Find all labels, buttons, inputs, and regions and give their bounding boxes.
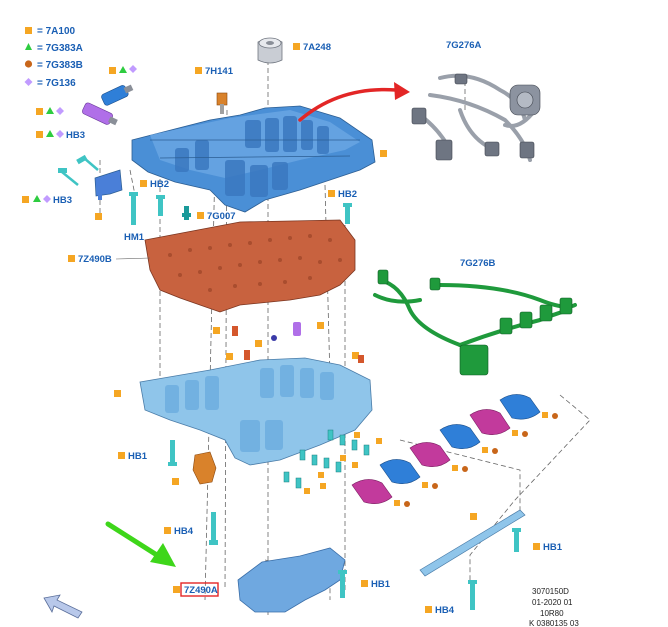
solenoid-blue-1 [499,394,558,420]
legend-item-7g383a: = 7G383A [25,43,83,54]
clip-markers [304,432,382,494]
label-hb1-left: HB1 [128,451,148,462]
label-7g276b: 7G276B [460,258,496,269]
label-hb1-right: HB1 [543,542,563,553]
bolt-hb2-right: HB2 [328,189,357,224]
part-7h141: 7H141 [195,66,234,114]
bolt-hb3-bottom: HB3 [22,168,123,220]
label-7g276a: 7G276A [446,40,482,51]
label-7z490b: 7Z490B [78,254,112,265]
legend-item-7g383b: = 7G383B [24,60,83,71]
solenoid-magenta-2 [409,442,468,472]
label-7h141: 7H141 [205,66,234,77]
middle-components [213,322,364,363]
svg-text:K 0380135 03: K 0380135 03 [529,619,579,627]
clips-group [283,429,370,489]
bolt-hm1: HM1 [124,192,145,243]
separator-plate-7z490b: 7Z490B [68,219,356,313]
bolt-hb4-left: HB4 [164,512,218,545]
svg-text:01-2020 01: 01-2020 01 [532,598,573,607]
bolt-hb1-bottom: HB1 [338,570,391,598]
svg-text:= 7G383B: = 7G383B [37,60,83,71]
part-7g007: 7G007 [182,206,236,222]
upper-valve-body [131,105,376,213]
label-hb3-bottom: HB3 [53,195,72,206]
rail-bracket [419,509,526,577]
legend-item-7a100: = 7A100 [25,26,76,37]
bolt-hb1-right: HB1 [512,528,563,553]
svg-text:= 7A100: = 7A100 [37,26,76,37]
bottom-plate-7z490a: 7Z490A [173,547,346,613]
label-hm1: HM1 [124,232,145,243]
svg-text:3070150D: 3070150D [532,587,569,596]
marker-upper-body [380,150,387,157]
solenoid-magenta-1 [469,409,528,437]
drawing-info: 3070150D 01-2020 01 10R80 K 0380135 03 [529,587,579,627]
harness-7g276b: 7G276B [373,258,577,376]
solenoid-magenta-3 [351,479,410,507]
label-hb3-top: HB3 [66,130,85,141]
bolt-hb1-left: HB1 [118,440,177,466]
label-hb4-left: HB4 [174,526,194,537]
label-hb2-right: HB2 [338,189,357,200]
lower-valve-body [114,357,373,466]
label-hb1-bottom: HB1 [371,579,391,590]
svg-text:= 7G136: = 7G136 [37,78,76,89]
label-hb2-left: HB2 [150,179,169,190]
svg-text:= 7G383A: = 7G383A [37,43,83,54]
circle-marker-icon [24,60,33,68]
diamond-marker-icon [24,78,33,86]
label-7z490a: 7Z490A [184,585,218,596]
svg-text:10R80: 10R80 [540,609,564,618]
legend: = 7A100 = 7G383A = 7G383B = 7G136 [24,26,83,89]
label-7a248: 7A248 [303,42,331,53]
legend-item-7g136: = 7G136 [24,78,76,89]
part-7a248: 7A248 [257,37,331,64]
part-orange-bracket [172,451,217,485]
solenoid-blue-3 [379,459,438,489]
bolt-hb3-top: HB3 [36,130,99,171]
solenoid-blue-2 [439,424,498,454]
square-marker-icon [25,27,32,34]
red-arrow-icon [298,82,410,122]
bolt-hb2-left: HB2 [140,179,169,216]
navigation-arrow-icon[interactable] [43,594,83,619]
bolt-hb4-right: HB4 [425,580,477,616]
label-hb4-right: HB4 [435,605,455,616]
solenoid-group-top-left [36,65,137,126]
green-arrow-icon [105,521,176,567]
harness-7g276a: 7G276A [411,40,541,162]
triangle-marker-icon [25,43,32,50]
solenoid-bank [351,394,558,507]
label-7g007: 7G007 [207,211,236,222]
highlight-box [180,582,219,597]
